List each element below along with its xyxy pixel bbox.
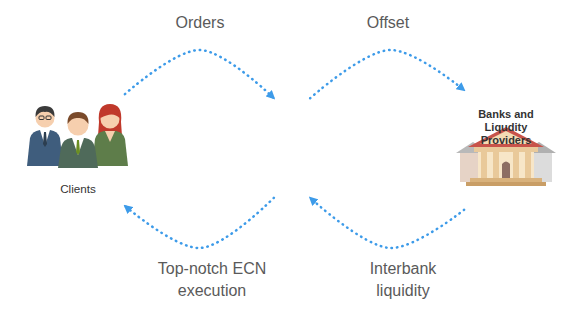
circle-fill: [8, 80, 148, 220]
person-shirt: [40, 130, 50, 146]
circle-outline: [8, 80, 148, 220]
logo-ring: [261, 133, 291, 163]
node-label: Clients: [22, 182, 134, 196]
bank-step: [470, 178, 542, 182]
circle-fill: [242, 98, 342, 198]
side-building: [460, 152, 486, 182]
bank-column: [481, 152, 487, 178]
bank-column: [525, 152, 531, 178]
bank-door: [502, 162, 510, 179]
circle-outline: [436, 80, 576, 220]
hub-circle: [242, 98, 342, 198]
flow-arrow: [310, 198, 464, 248]
clients-circle: Clients: [8, 80, 148, 220]
person-hair: [67, 112, 88, 124]
flow-label: Interbank liquidity: [348, 258, 458, 302]
circle-fill: [436, 80, 576, 220]
flow-arrow: [310, 50, 464, 98]
person-suit: [27, 130, 63, 166]
person-neck: [105, 131, 115, 142]
flow-arrow: [125, 50, 274, 98]
person-jacket: [92, 131, 128, 166]
bank-step: [466, 182, 546, 186]
person-tie: [76, 140, 80, 155]
flow-label: Top-notch ECN execution: [147, 258, 277, 302]
bank-column: [493, 152, 499, 178]
person-shirt: [72, 138, 84, 155]
people-icon: [27, 104, 128, 168]
node-label: Banks and Liqudity Providers: [471, 108, 541, 148]
hub-logo: [261, 132, 318, 164]
bank-column: [513, 152, 519, 178]
person-glasses: [39, 116, 44, 120]
person-suit: [58, 138, 98, 168]
bank-wall: [478, 152, 534, 178]
flow-label: Offset: [328, 12, 448, 34]
person-fringe: [101, 108, 120, 118]
logo-arc: [291, 132, 318, 164]
person-hair: [35, 106, 54, 117]
flow-label: Orders: [140, 12, 260, 34]
person-tie: [43, 132, 47, 147]
flow-arrow: [125, 198, 274, 248]
side-building: [526, 152, 552, 182]
person-glasses: [46, 116, 51, 120]
provider-circle: Banks and Liqudity Providers: [436, 80, 576, 220]
circle-outline: [242, 98, 342, 198]
